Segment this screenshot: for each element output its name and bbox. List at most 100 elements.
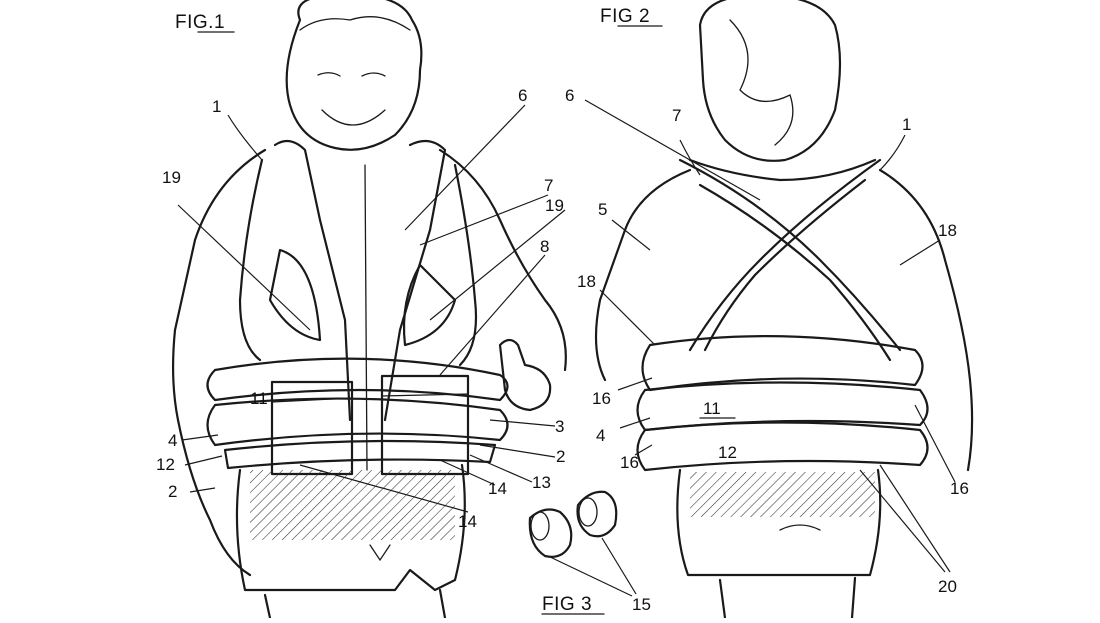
fig2-leader-16-upper: [617, 377, 653, 391]
fig2-leader-6: [584, 99, 761, 201]
fig1-leader-7: [419, 194, 549, 246]
fig2-head: [698, 0, 842, 162]
fig3-drawing: [528, 490, 637, 597]
ref-label: 18: [577, 272, 596, 291]
fig1-leader-19-left: [177, 204, 311, 331]
fig2-legs: [718, 576, 857, 620]
ref-label: 11: [703, 399, 721, 418]
fig1-legs: [263, 588, 447, 620]
fig2-ring-bottom: [636, 421, 929, 472]
fig1-zipper: [364, 164, 368, 471]
fig2-drawing: [584, 0, 974, 620]
ref-label: 7: [544, 176, 553, 195]
fig1-title: FIG.1: [175, 12, 225, 33]
fig1-pocket-left-flap: [271, 397, 353, 403]
fig2-shorts-hatch: [690, 472, 875, 517]
fig1-leader-14-b: [299, 464, 469, 513]
fig1-eyes: [317, 72, 386, 77]
fig2-leader-18-right: [899, 239, 941, 266]
fig1-left-arm: [171, 148, 267, 577]
fig2-leader-20-a: [859, 469, 946, 573]
fig1-vest-left-side: [238, 158, 264, 362]
fig3-insert-left-face: [530, 511, 550, 541]
fig2-leader-1: [879, 134, 906, 171]
fig2-right-arm: [878, 168, 974, 472]
fig1-leader-2-left: [189, 487, 216, 493]
fig1-leader-8: [439, 254, 546, 376]
fig1-belt: [223, 439, 497, 470]
fig2-leader-4: [619, 417, 651, 429]
ref-label: 7: [672, 106, 681, 125]
ref-label: 14: [458, 512, 477, 531]
fig1-head: [285, 0, 423, 151]
fig1-leader-6: [404, 104, 526, 231]
fig2-leader-20-b: [879, 464, 951, 573]
fig2-leader-5: [611, 219, 651, 251]
fig1-shorts: [235, 463, 466, 592]
fig2-reference-numerals: 6 7 1 5 18 18 16 11 4 16 12 16 20: [565, 86, 969, 596]
fig1-vest-right-side: [453, 163, 478, 367]
ref-label: 8: [540, 237, 549, 256]
fig1-leader-1: [227, 114, 263, 161]
fig3-leader-15-b: [601, 537, 637, 595]
fig3-insert-right-face: [578, 497, 598, 527]
ref-label: 12: [718, 443, 737, 462]
ref-label: 14: [488, 479, 507, 498]
ref-label: 5: [598, 200, 607, 219]
fig2-collar: [688, 158, 877, 182]
fig3-reference-numerals: 15: [632, 595, 651, 614]
fig1-drawing: [171, 0, 567, 620]
fig1-leader-19-right: [429, 209, 566, 321]
fig1-pocket-right-flap: [381, 393, 469, 397]
fig2-strap-a-inner: [698, 183, 892, 362]
fig3-insert-left: [528, 508, 573, 558]
fig1-hand: [498, 338, 552, 412]
fig1-right-arm: [438, 148, 567, 372]
fig1-smile: [321, 109, 386, 126]
ref-label: 16: [950, 479, 969, 498]
fig3-insert-right: [576, 490, 618, 538]
fig1-hair-line: [299, 16, 411, 31]
ref-label: 11: [250, 389, 268, 408]
ref-label: 1: [212, 97, 221, 116]
fig1-leader-13: [469, 454, 533, 483]
fig1-vest-left-edge: [273, 139, 352, 422]
fig2-strap-b: [688, 158, 882, 352]
fig3-leader-15-a: [547, 555, 633, 597]
fig2-hair-curl: [729, 19, 794, 146]
fig2-shorts-seam: [779, 524, 821, 531]
ref-label: 2: [556, 447, 565, 466]
fig2-strap-b-inner: [703, 178, 867, 352]
fig1-leader-2-right: [479, 444, 556, 458]
ref-label: 16: [592, 389, 611, 408]
fig2-strap-a: [678, 158, 902, 352]
fig2-leader-16-right: [914, 404, 956, 483]
ref-label: 4: [168, 431, 177, 450]
fig1-leader-3: [489, 419, 556, 427]
ref-label: 19: [162, 168, 181, 187]
fig2-left-arm: [594, 168, 692, 382]
fig3-title: FIG 3: [542, 594, 592, 615]
fig2-leader-7: [679, 139, 701, 176]
fig1-shorts-seam: [369, 544, 391, 562]
ref-label: 15: [632, 595, 651, 614]
ref-label: 4: [596, 426, 605, 445]
fig2-title: FIG 2: [600, 6, 650, 27]
ref-label: 3: [555, 417, 564, 436]
fig2-leader-16-lower: [634, 444, 653, 456]
ref-label: 6: [518, 86, 527, 105]
fig1-leader-4: [181, 434, 219, 441]
ref-label: 2: [168, 482, 177, 501]
fig2-leader-18-left: [599, 289, 656, 346]
fig2-shorts: [676, 468, 882, 577]
ref-label: 20: [938, 577, 957, 596]
ref-label: 16: [620, 453, 639, 472]
ref-label: 18: [938, 221, 957, 240]
ref-label: 13: [532, 473, 551, 492]
fig1-shorts-hatch: [250, 470, 455, 540]
ref-label: 1: [902, 115, 911, 134]
fig1-reference-numerals: 1 6 19 7 19 8 11 3 4 12 2 2 13 14 14: [156, 86, 565, 531]
fig1-leader-12: [184, 455, 223, 466]
fig1-ring-upper: [206, 357, 509, 402]
